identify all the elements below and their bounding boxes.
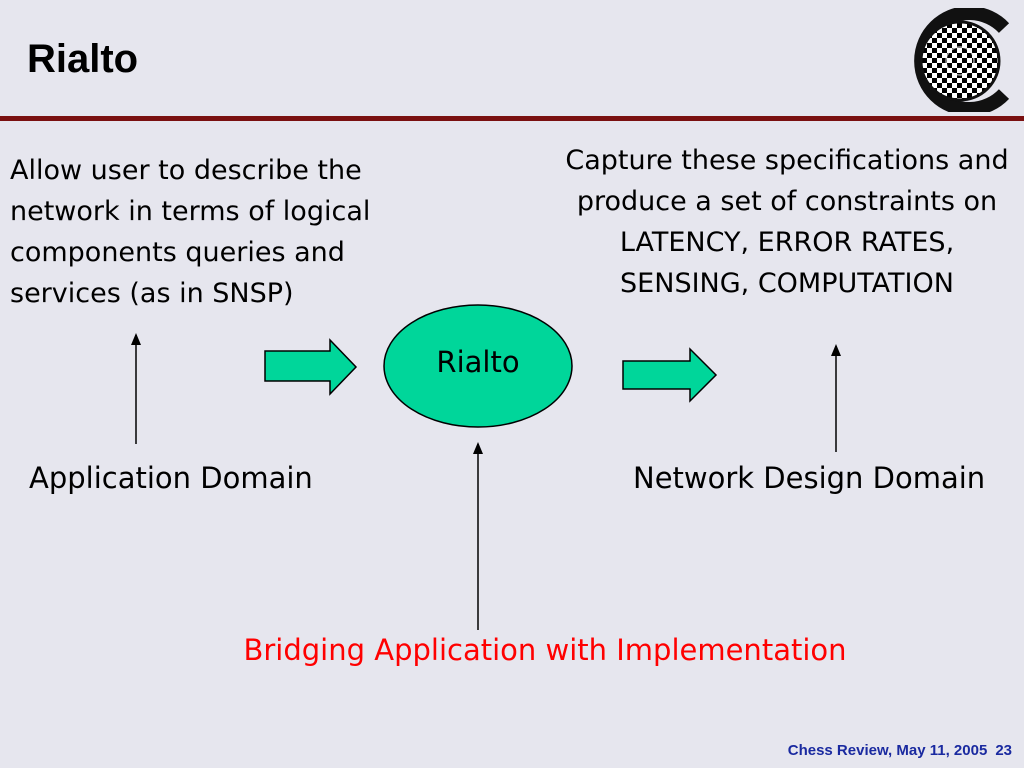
input-block-arrow	[264, 338, 358, 396]
network-design-domain-label: Network Design Domain	[633, 461, 986, 495]
rialto-node-label: Rialto	[436, 345, 520, 379]
page-number: 23	[995, 742, 1012, 759]
slide-title: Rialto	[27, 37, 139, 81]
slide-footer: Chess Review, May 11, 2005 23	[788, 742, 1012, 759]
application-domain-label: Application Domain	[29, 461, 313, 495]
title-divider	[0, 116, 1024, 121]
logo-checkered-disc	[919, 20, 1001, 102]
bridge-label: Bridging Application with Implementation	[243, 633, 847, 667]
output-block-arrow	[622, 347, 718, 403]
chess-logo	[914, 8, 1010, 112]
application-description: Allow user to describe the network in te…	[10, 155, 371, 309]
constraints-description: Capture these specifications and produce…	[565, 145, 1009, 299]
footer-text: Chess Review, May 11, 2005	[787, 742, 988, 759]
